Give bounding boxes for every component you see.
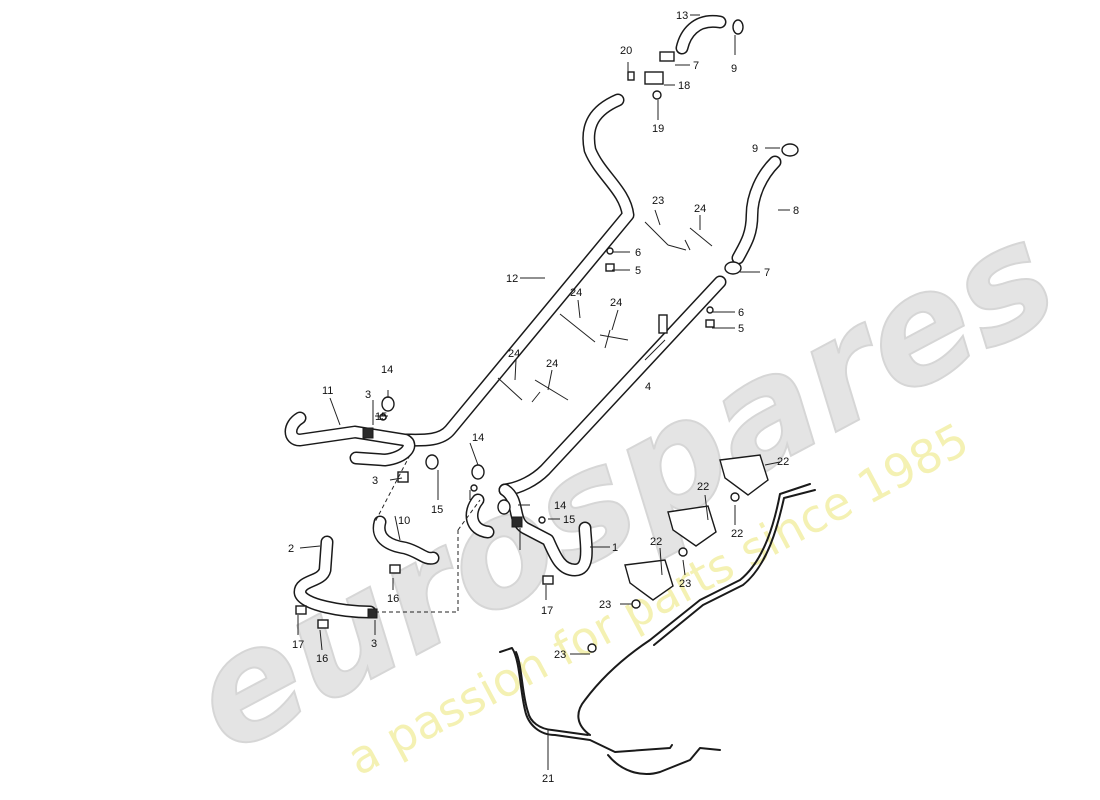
pipe-11 xyxy=(284,411,416,467)
callout-labels: 1 2 3 3 3 4 5 5 6 6 7 7 8 9 9 10 11 12 1… xyxy=(288,10,799,785)
pipe-12 xyxy=(398,93,635,447)
callout-23b: 23 xyxy=(679,578,691,590)
callout-4: 4 xyxy=(645,381,651,393)
callout-5a: 5 xyxy=(635,265,641,277)
callout-20: 20 xyxy=(620,45,632,57)
callout-16a: 16 xyxy=(387,593,399,605)
callout-6b: 6 xyxy=(738,307,744,319)
callout-18: 18 xyxy=(678,80,690,92)
callout-17a: 17 xyxy=(292,639,304,651)
callout-24f: 24 xyxy=(546,358,558,370)
callout-11: 11 xyxy=(322,385,333,397)
callout-9b: 9 xyxy=(752,143,758,155)
callout-7a: 7 xyxy=(693,60,699,72)
pipe-13 xyxy=(675,14,744,55)
callout-3a: 3 xyxy=(365,389,371,401)
callout-14c: 14 xyxy=(554,500,566,512)
callout-3b: 3 xyxy=(372,475,378,487)
callout-17b: 17 xyxy=(541,605,553,617)
callout-22c: 22 xyxy=(650,536,662,548)
callout-19: 19 xyxy=(652,123,664,135)
pipe-8 xyxy=(724,143,799,275)
watermark-brand: eurospares xyxy=(164,188,1083,787)
callout-24a: 23 xyxy=(652,195,664,207)
callout-9a: 9 xyxy=(731,63,737,75)
clip-parts xyxy=(295,51,675,629)
pipe-1 xyxy=(465,483,593,577)
pipe-10 xyxy=(372,515,440,565)
callout-3c: 3 xyxy=(371,638,377,650)
callout-14a: 14 xyxy=(381,364,393,376)
callout-6a: 6 xyxy=(635,247,641,259)
leader-lines xyxy=(297,14,790,770)
pipe-21 xyxy=(499,483,816,775)
callout-24e: 24 xyxy=(508,348,520,360)
callout-15a: 15 xyxy=(375,411,387,423)
callout-23c: 23 xyxy=(599,599,611,611)
dashed-links xyxy=(374,454,481,613)
callout-24c: 24 xyxy=(570,287,582,299)
callout-15c: 15 xyxy=(563,514,575,526)
callout-12: 12 xyxy=(506,273,518,285)
callout-15b: 15 xyxy=(431,504,443,516)
callout-21: 21 xyxy=(542,773,554,785)
callout-13: 13 xyxy=(676,10,688,22)
pipe-2 xyxy=(293,535,377,619)
callout-2: 2 xyxy=(288,543,294,555)
callout-22a: 22 xyxy=(777,456,789,468)
callout-8: 8 xyxy=(793,205,799,217)
callout-7b: 7 xyxy=(764,267,770,279)
bracket-22-group xyxy=(587,454,769,653)
bracket-24-group xyxy=(497,221,715,403)
watermark: eurospares a passion for parts since 198… xyxy=(163,187,1084,788)
callout-10: 10 xyxy=(398,515,410,527)
callout-23d: 23 xyxy=(554,649,566,661)
callout-5b: 5 xyxy=(738,323,744,335)
callout-14b: 14 xyxy=(472,432,484,444)
callout-23a: 22 xyxy=(731,528,743,540)
callout-1: 1 xyxy=(612,542,618,554)
callout-24b: 24 xyxy=(694,203,706,215)
callout-24d: 24 xyxy=(610,297,622,309)
callout-22b: 22 xyxy=(697,481,709,493)
callout-16b: 16 xyxy=(316,653,328,665)
